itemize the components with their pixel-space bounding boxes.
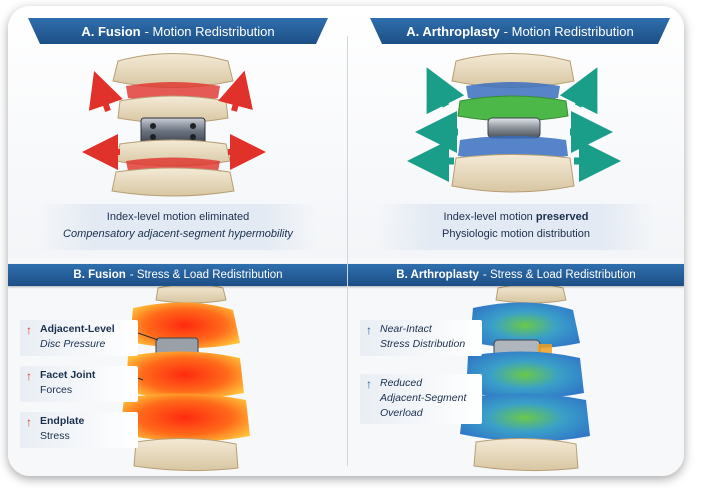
hot-vertebra-3 (120, 393, 250, 442)
vertical-divider (347, 36, 348, 466)
callout-line2: Stress Distribution (380, 338, 466, 350)
caption-band (38, 204, 318, 250)
disc-lower-blue (458, 136, 568, 160)
vertebra-lower (451, 154, 575, 193)
panel-arthroplasty-motion: A. Arthroplasty - Motion Redistribution … (348, 6, 684, 258)
teal-motion-arrows (407, 67, 621, 182)
up-arrow-icon: ↑ (26, 415, 32, 429)
panel-fusion-stress: B. Fusion - Stress & Load Redistribution… (8, 258, 348, 476)
up-arrow-icon: ↑ (366, 323, 372, 337)
arthroplasty-stress-heatmap (460, 283, 590, 472)
hot-vertebra-1 (130, 302, 240, 349)
callout-line2: Adjacent-Segment (380, 392, 467, 404)
header-title-bold: B. Fusion (73, 269, 126, 281)
callout-line1: Adjacent-Level (40, 323, 115, 335)
header-title-bold: A. Fusion (81, 23, 141, 39)
callout-line2: Disc Pressure (40, 338, 106, 350)
fusion-stress-heatmap (120, 283, 250, 472)
caption-line1: Index-level motion eliminated (106, 211, 250, 223)
panel-fusion-motion: A. Fusion - Motion Redistribution Index-… (8, 6, 348, 258)
caption-line1-emphasis: preserved (535, 211, 589, 223)
caption-line1: Index-level motion preserved (348, 211, 684, 223)
header-fusion-motion: A. Fusion - Motion Redistribution (28, 18, 328, 44)
callout-line1: Reduced (380, 377, 423, 389)
header-title-bold: A. Arthroplasty (406, 23, 500, 39)
disc-prosthesis (487, 117, 541, 139)
red-motion-arrows (82, 70, 266, 170)
callout-adjacent-level: ↑ Adjacent-Level Disc Pressure (20, 320, 138, 356)
cool-vertebra-3 (460, 393, 590, 442)
vertebra-lower (111, 167, 235, 197)
panel-arthroplasty-stress: B. Arthroplasty - Stress & Load Redistri… (348, 258, 684, 476)
header-title-rest: - Stress & Load Redistribution (129, 269, 283, 281)
callout-reduced-overload: ↑ Reduced Adjacent-Segment Overload (360, 374, 482, 424)
up-arrow-icon: ↑ (26, 323, 32, 337)
cool-vertebra-1 (470, 302, 580, 349)
up-arrow-icon: ↑ (366, 377, 372, 391)
header-title-rest: - Motion Redistribution (144, 23, 275, 39)
cool-vertebra-2 (466, 351, 584, 399)
header-title-rest: - Stress & Load Redistribution (482, 269, 636, 281)
callout-endplate: ↑ Endplate Stress (20, 412, 138, 448)
up-arrow-icon: ↑ (26, 369, 32, 383)
vertebra-green-index (457, 95, 569, 122)
header-fusion-stress: B. Fusion - Stress & Load Redistribution (8, 264, 348, 286)
hot-vertebra-2 (126, 351, 244, 399)
fusion-motion-illustration (82, 53, 266, 197)
figure-card: A. Fusion - Motion Redistribution Index-… (8, 6, 684, 476)
header-title-bold: B. Arthroplasty (396, 269, 479, 281)
callout-line1: Facet Joint (40, 369, 96, 381)
callout-line2: Stress (40, 430, 70, 442)
header-title-rest: - Motion Redistribution (503, 23, 634, 39)
callout-line1: Near-Intact (380, 323, 432, 335)
caption-line2: Physiologic motion distribution (442, 228, 590, 240)
callout-facet-joint: ↑ Facet Joint Forces (20, 366, 138, 402)
arthroplasty-motion-illustration (407, 53, 621, 193)
caption-line2: Compensatory adjacent-segment hypermobil… (63, 228, 293, 240)
callout-line1: Endplate (40, 415, 85, 427)
caption-band (376, 204, 656, 250)
callout-near-intact: ↑ Near-Intact Stress Distribution (360, 320, 482, 356)
callout-line2: Forces (40, 384, 73, 396)
caption-line1-text: Index-level motion (443, 211, 533, 223)
header-arthroplasty-motion: A. Arthroplasty - Motion Redistribution (370, 18, 670, 44)
callout-line3: Overload (380, 407, 423, 419)
header-arthroplasty-stress: B. Arthroplasty - Stress & Load Redistri… (348, 264, 684, 286)
